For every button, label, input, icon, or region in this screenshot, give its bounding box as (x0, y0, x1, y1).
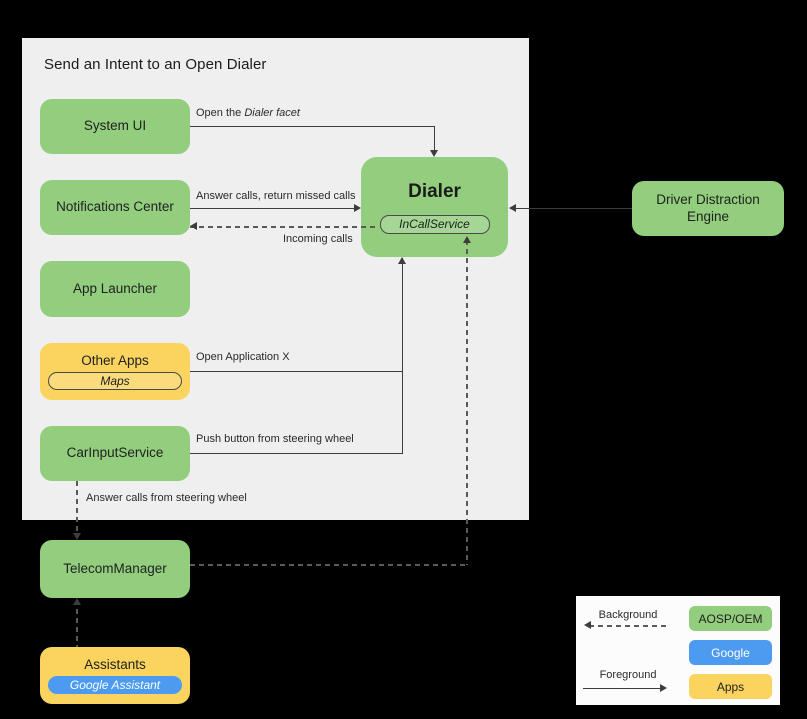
edge-label-answer-wheel: Answer calls from steering wheel (86, 492, 247, 504)
legend-background-label: Background (598, 609, 658, 621)
edge-label-open-dialer-facet: Open the Dialer facet (196, 107, 300, 119)
edge-open-application-x-line (190, 371, 402, 372)
node-other-apps-label: Other Apps (81, 352, 149, 368)
node-driver-distraction-engine-label: Driver Distraction Engine (656, 191, 760, 224)
edge-answer-calls-line (190, 208, 354, 209)
legend-foreground-arrowhead (660, 684, 667, 692)
node-telecom-manager-label: TelecomManager (63, 560, 167, 576)
legend-swatch-google: Google (689, 640, 772, 665)
arrowhead-into-dialer-bottom (398, 257, 406, 264)
node-telecom-manager: TelecomManager (40, 540, 190, 598)
chip-google-assistant: Google Assistant (48, 676, 182, 695)
node-app-launcher: App Launcher (40, 261, 190, 317)
edge-label-open-application-x: Open Application X (196, 351, 290, 363)
edge-dde-dialer-line (510, 208, 632, 209)
legend-foreground-label: Foreground (599, 669, 657, 681)
legend-foreground-line (583, 688, 661, 689)
node-system-ui-label: System UI (83, 118, 147, 134)
arrowhead-into-telecom-top (73, 533, 81, 540)
node-notifications-center: Notifications Center (40, 180, 190, 235)
arrowhead-into-incallservice-bottom (463, 236, 471, 243)
diagram-title: Send an Intent to an Open Dialer (44, 56, 267, 73)
arrowhead-into-dialer-right (509, 204, 516, 212)
edge-assistants-telecom-dash (76, 600, 78, 647)
chip-in-call-service: InCallService (379, 214, 490, 234)
edge-push-button-line (190, 453, 402, 454)
arrowhead-into-telecom-bottom (73, 598, 81, 605)
node-other-apps: Other Apps Maps (40, 343, 190, 400)
edge-incoming-calls-dash (190, 226, 379, 228)
node-assistants: Assistants Google Assistant (40, 647, 190, 704)
node-dialer: Dialer InCallService (361, 157, 508, 257)
node-driver-distraction-engine: Driver Distraction Engine (632, 181, 784, 236)
legend-swatch-aosp-oem: AOSP/OEM (689, 606, 772, 631)
edge-answer-wheel-dash (76, 481, 78, 536)
node-notifications-center-label: Notifications Center (56, 199, 174, 215)
edge-telecom-incall-hdash (190, 564, 467, 566)
arrowhead-into-notifications-right (190, 222, 197, 230)
node-car-input-service-label: CarInputService (66, 445, 164, 461)
chip-maps: Maps (48, 372, 182, 391)
edge-open-dialer-facet-vline (434, 126, 435, 152)
node-app-launcher-label: App Launcher (72, 280, 158, 296)
legend-background-arrowhead (584, 621, 591, 629)
node-assistants-label: Assistants (84, 656, 146, 672)
node-car-input-service: CarInputService (40, 426, 190, 481)
edge-merged-vline-to-dialer-bottom (402, 258, 403, 454)
arrowhead-into-dialer-top (430, 150, 438, 157)
edge-telecom-incall-vdash (466, 240, 468, 565)
legend-background-dash (589, 625, 668, 627)
edge-label-push-button: Push button from steering wheel (196, 433, 354, 445)
node-dialer-label: Dialer (408, 180, 461, 202)
node-system-ui: System UI (40, 99, 190, 154)
arrowhead-into-dialer-left (354, 204, 361, 212)
edge-label-incoming-calls: Incoming calls (283, 233, 353, 245)
legend-swatch-apps: Apps (689, 674, 772, 699)
edge-open-dialer-facet-hline (190, 126, 434, 127)
edge-label-answer-calls: Answer calls, return missed calls (196, 190, 356, 202)
